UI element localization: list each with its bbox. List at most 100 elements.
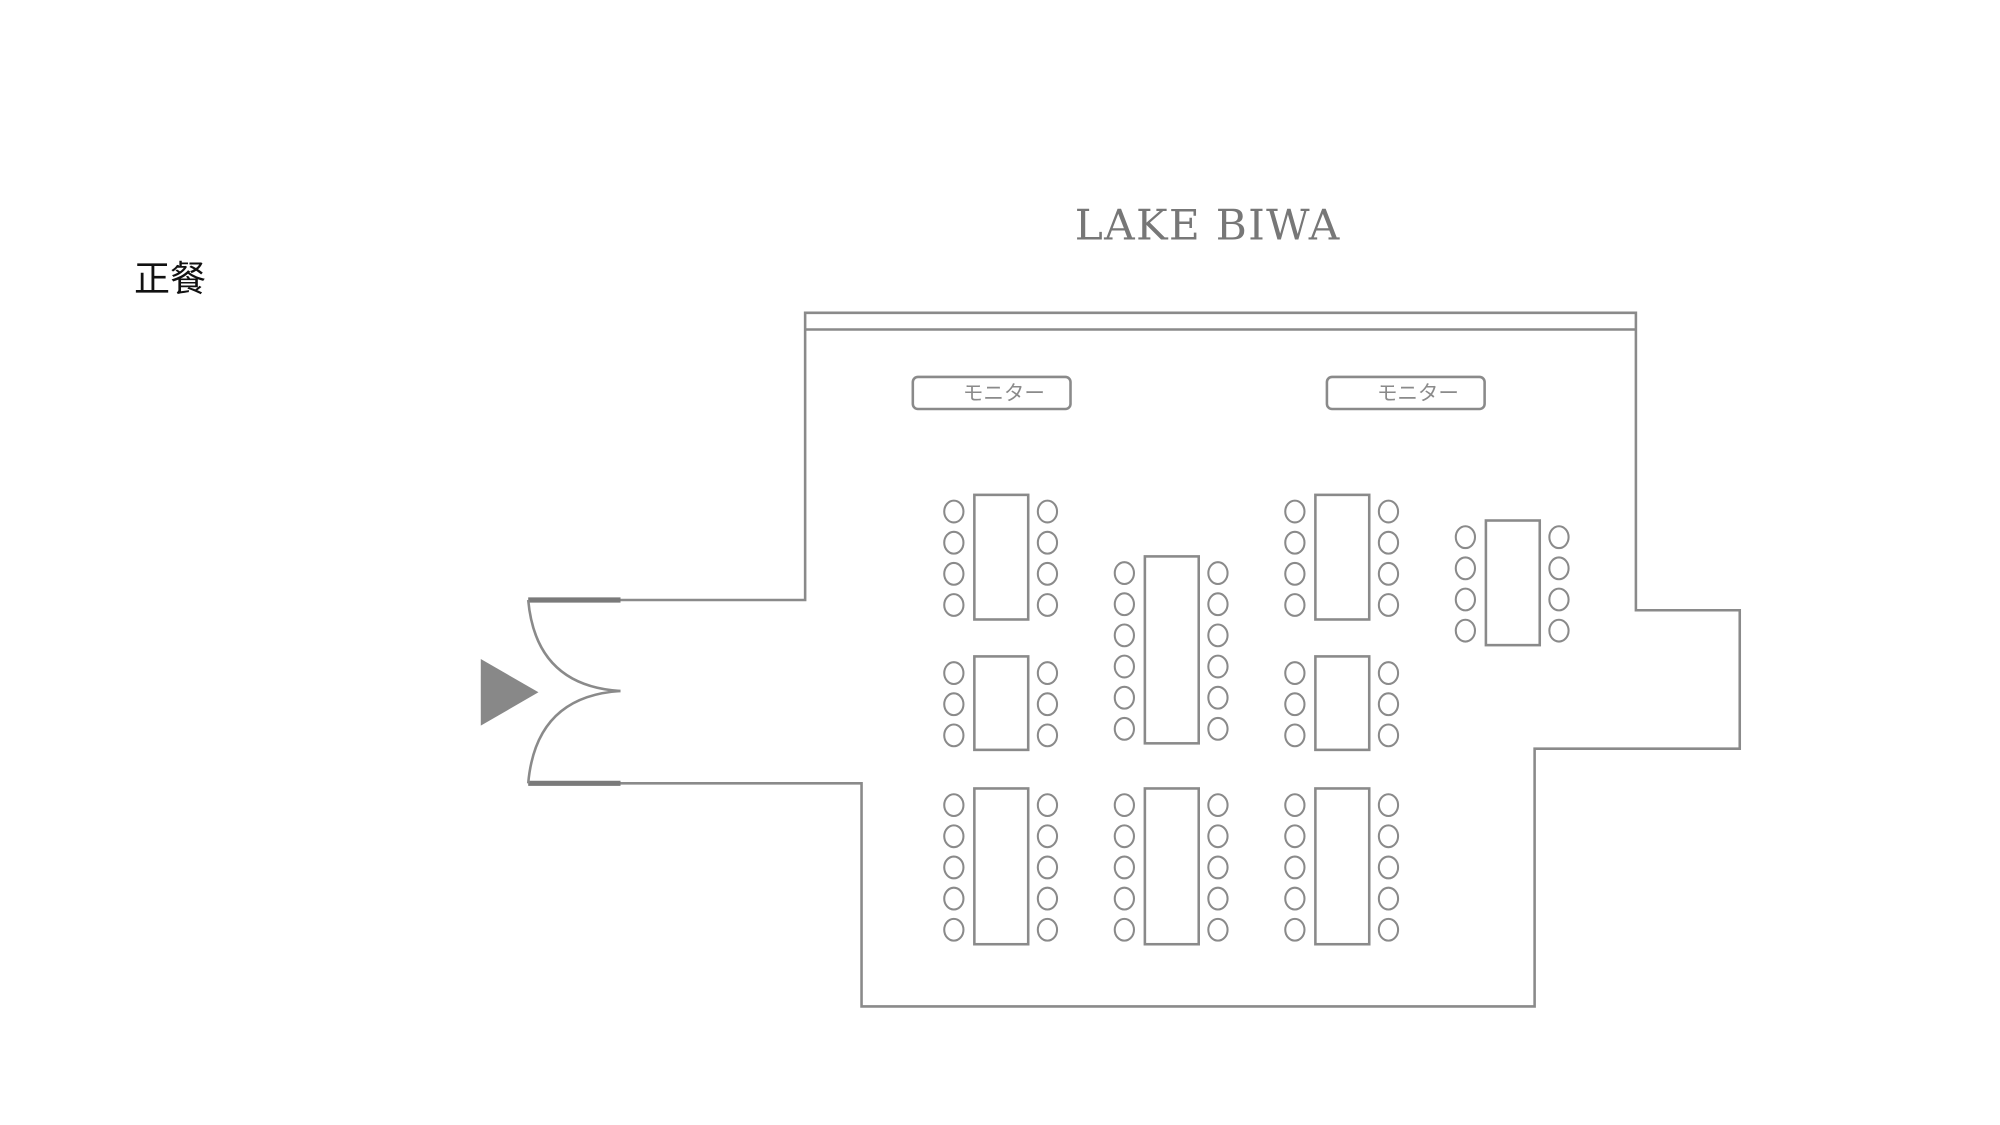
chair — [1377, 499, 1400, 524]
chair — [943, 793, 965, 818]
table-group — [1113, 787, 1229, 946]
chair — [1113, 793, 1135, 818]
chair — [1036, 917, 1059, 942]
chair — [1548, 556, 1570, 581]
chair — [1284, 692, 1306, 717]
chair — [1284, 661, 1306, 685]
table — [973, 493, 1030, 621]
chair — [1207, 623, 1229, 648]
chair — [1548, 525, 1570, 550]
table-group — [943, 787, 1059, 946]
chair — [943, 886, 965, 911]
entrance-door — [526, 597, 621, 786]
table-group — [1454, 519, 1570, 647]
chair — [1207, 855, 1229, 880]
chair — [943, 723, 965, 748]
chair — [1036, 661, 1059, 685]
chair — [1454, 525, 1477, 550]
monitor: モニター — [911, 375, 1072, 411]
chair — [1377, 561, 1400, 586]
chair — [1284, 561, 1306, 586]
chair — [1036, 499, 1059, 524]
chair — [1113, 561, 1135, 585]
table — [1314, 655, 1371, 752]
chair — [943, 561, 965, 586]
chair — [943, 824, 965, 849]
chair — [1454, 618, 1477, 643]
room-walls — [620, 311, 1742, 1008]
chair — [1377, 855, 1400, 880]
monitor-label: モニター — [1377, 381, 1459, 405]
chair — [1454, 587, 1477, 612]
chair — [1207, 654, 1229, 679]
chair — [1377, 886, 1400, 911]
chair — [1036, 692, 1059, 717]
chair — [1284, 886, 1306, 911]
chair — [1207, 685, 1229, 710]
chair — [1113, 716, 1135, 741]
chair — [1207, 886, 1229, 911]
tables — [943, 493, 1570, 946]
chair — [1113, 886, 1135, 911]
table-group — [1284, 493, 1400, 621]
table — [1143, 787, 1200, 946]
chair — [1036, 723, 1059, 748]
chair — [1036, 855, 1059, 880]
chair — [1207, 561, 1229, 585]
chair — [943, 692, 965, 717]
chair — [1036, 824, 1059, 849]
entrance-arrow-icon — [480, 658, 539, 726]
chair — [1207, 824, 1229, 849]
chair — [1113, 654, 1135, 679]
table — [973, 787, 1030, 946]
chair — [1284, 723, 1306, 748]
chair — [1284, 499, 1306, 524]
chair — [1377, 593, 1400, 617]
chair — [943, 917, 965, 942]
venue-name: LAKE BIWA — [1075, 201, 1341, 250]
chair — [1113, 855, 1135, 880]
chair — [1113, 917, 1135, 942]
table — [1314, 787, 1371, 946]
chair — [1377, 824, 1400, 849]
chair — [1284, 824, 1306, 849]
chair — [1548, 587, 1570, 612]
chair — [1284, 530, 1306, 555]
monitor: モニター — [1325, 375, 1486, 411]
chair — [1548, 618, 1570, 643]
chair — [1207, 716, 1229, 741]
chair — [943, 661, 965, 685]
table-group — [943, 655, 1059, 752]
chair — [1113, 685, 1135, 710]
chair — [943, 855, 965, 880]
chair — [1036, 793, 1059, 818]
table — [973, 655, 1030, 752]
table — [1484, 519, 1542, 647]
chair — [1207, 793, 1229, 818]
chair — [1377, 723, 1400, 748]
chair — [1377, 793, 1400, 818]
table — [1143, 555, 1200, 745]
page-title: 正餐 — [134, 259, 207, 300]
chair — [1377, 692, 1400, 717]
monitor-label: モニター — [963, 381, 1045, 405]
table-group — [1113, 555, 1229, 745]
chair — [1454, 556, 1477, 581]
chair — [1113, 592, 1135, 617]
chair — [943, 499, 965, 524]
chair — [943, 530, 965, 555]
chair — [1377, 661, 1400, 685]
chair — [1284, 793, 1306, 818]
chair — [1113, 824, 1135, 849]
chair — [1036, 886, 1059, 911]
table-group — [1284, 787, 1400, 946]
table-group — [1284, 655, 1400, 752]
chair — [1207, 592, 1229, 617]
chair — [1284, 593, 1306, 617]
chair — [1036, 530, 1059, 555]
chair — [1036, 593, 1059, 617]
chair — [1284, 855, 1306, 880]
chair — [1377, 917, 1400, 942]
chair — [1036, 561, 1059, 586]
